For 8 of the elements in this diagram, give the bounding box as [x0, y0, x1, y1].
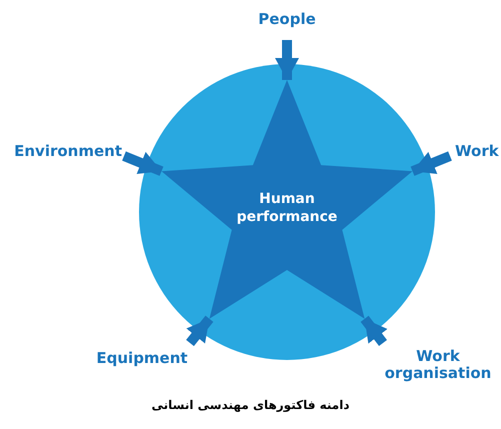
caption: دامنه فاکتورهای مهندسی انسانی	[151, 398, 350, 412]
star-shape	[161, 80, 413, 319]
factor-label: Equipment	[92, 350, 192, 367]
factor-label: Environment	[10, 143, 122, 160]
factor-label: Work organisation	[383, 348, 493, 382]
factor-label: Work	[455, 143, 501, 160]
factor-label: People	[237, 11, 337, 28]
center-label: Human performance	[236, 190, 338, 226]
